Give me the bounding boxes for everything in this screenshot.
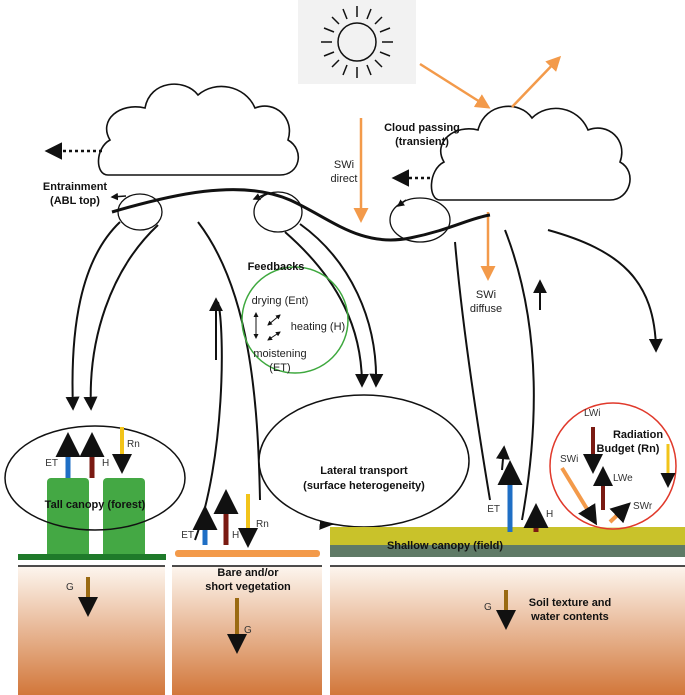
bare-h-label: H xyxy=(232,530,239,541)
cloud-reflect-arrow xyxy=(511,55,562,108)
lwi-label: LWi xyxy=(584,408,600,419)
eddy-left-arrow xyxy=(110,192,127,201)
eddy-group xyxy=(117,191,451,243)
tall-canopy-label: Tall canopy (forest) xyxy=(45,499,146,511)
cloud-passing-label-2: (transient) xyxy=(395,136,449,148)
flow-mid-down-1 xyxy=(284,231,369,388)
swr-arrow xyxy=(608,502,631,524)
tall-canopy-ellipse xyxy=(4,425,186,531)
feedbacks-circle xyxy=(241,266,349,374)
soil-layer xyxy=(18,565,685,695)
forest-rn-label: Rn xyxy=(127,439,140,450)
radiation-budget-circle xyxy=(549,402,677,530)
feedbacks-moistening-2: (ET) xyxy=(269,362,290,374)
forest-et-label: ET xyxy=(45,458,58,469)
soil-block-bare xyxy=(172,566,322,695)
forest-floor xyxy=(18,554,166,560)
bare-label-2: short vegetation xyxy=(205,581,291,593)
lateral-transport-label-2: (surface heterogeneity) xyxy=(303,480,425,492)
bare-et-label: ET xyxy=(181,530,194,541)
bare-g-label: G xyxy=(244,625,252,636)
flow-forest-down-2 xyxy=(83,224,159,411)
field-canopy-shade xyxy=(330,545,685,557)
cloud-passing-label-1: Cloud passing xyxy=(384,122,460,134)
eddy-left-icon xyxy=(117,193,163,231)
sun-to-cloud-arrow xyxy=(419,62,491,109)
feedbacks-arrows xyxy=(253,312,281,341)
flow-field-up-2 xyxy=(504,229,535,521)
forest-tree-right xyxy=(103,478,145,558)
cloud-left-icon xyxy=(97,83,300,176)
eddy-middle-icon xyxy=(253,191,303,233)
radiation-budget-label-1: Radiation xyxy=(613,429,663,441)
lateral-transport-ellipse xyxy=(258,394,470,528)
sun-icon xyxy=(298,0,416,84)
lwe-label: LWe xyxy=(613,473,633,484)
swi-direct-label-1: SWi xyxy=(334,159,354,171)
swi-diffuse-label-2: diffuse xyxy=(470,303,502,315)
cloud-right-icon xyxy=(430,105,631,201)
eddy-middle-arrow xyxy=(252,193,267,201)
eddy-right-arrow xyxy=(396,199,407,207)
flow-field-up-1 xyxy=(454,241,491,501)
flow-forest-down-1 xyxy=(65,221,121,411)
flow-field-up-1-head xyxy=(496,445,510,471)
swi-direct-label-2: direct xyxy=(331,173,358,185)
field-h-label: H xyxy=(546,509,553,520)
soil-block-forest xyxy=(18,566,165,695)
field-g-label: G xyxy=(484,602,492,613)
forest-g-label: G xyxy=(66,582,74,593)
field-et-label: ET xyxy=(487,504,500,515)
swi-rad-label: SWi xyxy=(560,454,578,465)
flow-bare-up xyxy=(194,301,223,541)
field-canopy xyxy=(330,527,685,545)
soil-label-2: water contents xyxy=(530,611,609,623)
entrainment-label-1: Entrainment xyxy=(43,181,108,193)
bare-rn-label: Rn xyxy=(256,519,269,530)
flow-right-down xyxy=(547,229,663,353)
swr-label: SWr xyxy=(633,501,653,512)
forest-canopy xyxy=(18,478,166,560)
eddy-right-icon xyxy=(389,197,451,243)
lateral-transport-label-1: Lateral transport xyxy=(320,465,408,477)
bare-strip xyxy=(175,550,320,557)
feedbacks-drying: drying (Ent) xyxy=(252,295,309,307)
feedbacks-moistening-1: moistening xyxy=(253,348,306,360)
forest-h-label: H xyxy=(102,458,109,469)
swi-diffuse-label-1: SWi xyxy=(476,289,496,301)
radiation-budget-label-2: Budget (Rn) xyxy=(597,443,660,455)
soil-block-field xyxy=(330,566,685,695)
flow-mid-down-2 xyxy=(299,223,384,388)
shallow-canopy-label: Shallow canopy (field) xyxy=(387,540,503,552)
entrainment-label-2: (ABL top) xyxy=(50,195,100,207)
flow-curves xyxy=(65,221,663,541)
bare-label-1: Bare and/or xyxy=(217,567,279,579)
feedbacks-heating: heating (H) xyxy=(291,321,345,333)
feedbacks-title: Feedbacks xyxy=(248,261,305,273)
abl-top-line xyxy=(111,188,491,242)
soil-label-1: Soil texture and xyxy=(529,597,612,609)
forest-tree-left xyxy=(47,478,89,558)
swi-rad-arrow xyxy=(560,466,598,526)
